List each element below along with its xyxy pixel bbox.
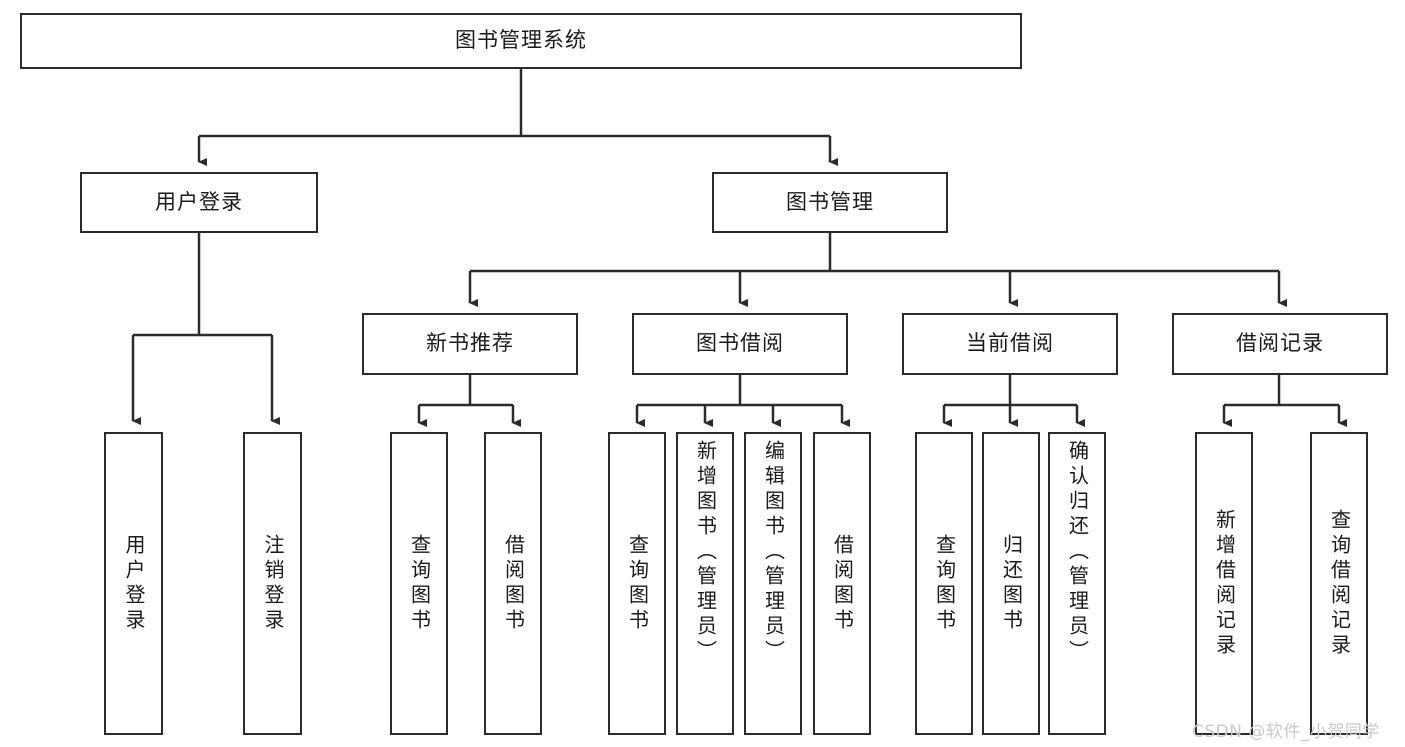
leaf-query-book-borrow-label: 查询图书	[625, 533, 650, 634]
leaf-add-book-admin-label: 新增图书（管理员）	[693, 440, 718, 665]
leaf-logout-label: 注销登录	[261, 533, 285, 634]
leaf-borrow-book-recommend[interactable]: 借阅图书	[484, 432, 542, 735]
node-new-book-recommend[interactable]: 新书推荐	[362, 313, 578, 375]
leaf-query-book-current-label: 查询图书	[932, 533, 957, 634]
leaf-edit-book-admin-label: 编辑图书（管理员）	[761, 440, 786, 665]
leaf-logout[interactable]: 注销登录	[243, 432, 302, 735]
leaf-query-book-current[interactable]: 查询图书	[915, 432, 973, 735]
leaf-edit-book-admin[interactable]: 编辑图书（管理员）	[744, 432, 802, 735]
leaf-add-book-admin[interactable]: 新增图书（管理员）	[676, 432, 734, 735]
node-root[interactable]: 图书管理系统	[20, 13, 1022, 69]
leaf-borrow-book-recommend-label: 借阅图书	[501, 533, 526, 634]
node-current-borrow[interactable]: 当前借阅	[902, 313, 1118, 375]
leaf-user-login[interactable]: 用户登录	[104, 432, 163, 735]
leaf-query-book-recommend-label: 查询图书	[407, 533, 432, 634]
node-borrow-record[interactable]: 借阅记录	[1172, 313, 1388, 375]
leaf-borrow-book-label: 借阅图书	[830, 533, 855, 634]
node-root-label: 图书管理系统	[455, 28, 587, 53]
leaf-query-borrow-record-label: 查询借阅记录	[1327, 508, 1352, 659]
node-user-login-label: 用户登录	[155, 189, 243, 214]
leaf-user-login-label: 用户登录	[122, 533, 146, 634]
node-user-login[interactable]: 用户登录	[80, 172, 318, 233]
node-book-management-label: 图书管理	[786, 189, 874, 214]
leaf-confirm-return-admin[interactable]: 确认归还（管理员）	[1048, 432, 1106, 735]
leaf-query-book-recommend[interactable]: 查询图书	[390, 432, 448, 735]
leaf-add-borrow-record-label: 新增借阅记录	[1212, 508, 1237, 659]
node-book-management[interactable]: 图书管理	[712, 172, 948, 233]
leaf-return-book-label: 归还图书	[999, 533, 1024, 634]
leaf-borrow-book[interactable]: 借阅图书	[813, 432, 871, 735]
node-book-borrow-label: 图书借阅	[696, 331, 784, 356]
csdn-watermark: CSDN @软件_小贺同学	[1192, 722, 1380, 742]
leaf-add-borrow-record[interactable]: 新增借阅记录	[1195, 432, 1253, 735]
leaf-return-book[interactable]: 归还图书	[982, 432, 1040, 735]
node-new-book-recommend-label: 新书推荐	[426, 331, 514, 356]
node-borrow-record-label: 借阅记录	[1236, 331, 1324, 356]
leaf-confirm-return-admin-label: 确认归还（管理员）	[1065, 440, 1090, 665]
leaf-query-book-borrow[interactable]: 查询图书	[608, 432, 666, 735]
node-current-borrow-label: 当前借阅	[966, 331, 1054, 356]
leaf-query-borrow-record[interactable]: 查询借阅记录	[1310, 432, 1368, 735]
node-book-borrow[interactable]: 图书借阅	[632, 313, 848, 375]
